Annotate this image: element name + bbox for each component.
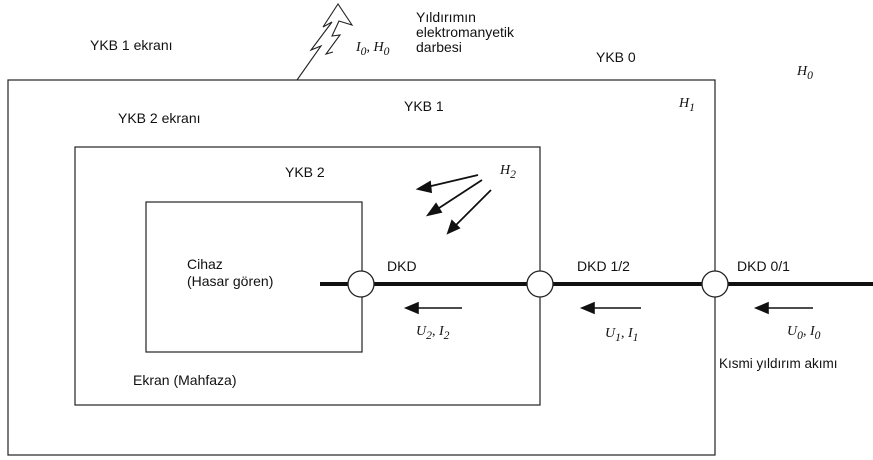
- lightning-bolt-icon: [296, 3, 354, 81]
- ykb2-label: YKB 2: [285, 164, 325, 180]
- partial-lightning-current-label: Kısmi yıldırım akımı: [719, 356, 838, 371]
- ykb1-zone-boundary: [7, 79, 716, 456]
- lightning-emp-line-1: Yıldırımın: [416, 9, 476, 25]
- lightning-emp-label: Yıldırımın elektromanyetik darbesi: [416, 10, 514, 55]
- ykb1-label: YKB 1: [404, 98, 444, 114]
- h2-field-arrows: [415, 174, 492, 235]
- ykb2-screen-label: YKB 2 ekranı: [118, 110, 201, 126]
- h2-label: H2: [500, 163, 516, 181]
- h1-label: H1: [679, 96, 695, 114]
- u1-i1-label: U1, I1: [605, 326, 639, 344]
- equipment-label: Cihaz (Hasar gören): [187, 256, 273, 290]
- lightning-emp-line-2: elektromanyetik: [416, 24, 515, 40]
- current-arrow-u1-i1: [579, 301, 641, 315]
- spd-dkd: [347, 270, 375, 298]
- dkd-1-2-label: DKD 1/2: [577, 258, 630, 274]
- equipment-label-line-1: Cihaz: [187, 256, 223, 272]
- ykb0-label: YKB 0: [596, 49, 636, 65]
- u0-i0-label: U0, I0: [787, 324, 821, 342]
- dkd-0-1-label: DKD 0/1: [737, 258, 790, 274]
- ykb1-screen-label: YKB 1 ekranı: [90, 37, 173, 53]
- lightning-emp-line-3: darbesi: [416, 39, 462, 55]
- dkd-label: DKD: [387, 258, 417, 274]
- current-arrow-u0-i0: [753, 301, 813, 315]
- spd-dkd-1-2: [526, 270, 554, 298]
- spd-dkd-0-1: [701, 270, 729, 298]
- i0-h0-label: I0, H0: [356, 40, 390, 58]
- ykb2-zone-boundary: [74, 146, 541, 406]
- enclosure-label: Ekran (Mahfaza): [133, 372, 237, 388]
- u2-i2-label: U2, I2: [416, 324, 450, 342]
- equipment-label-line-2: (Hasar gören): [187, 273, 274, 289]
- h0-label: H0: [797, 64, 813, 82]
- current-arrow-u2-i2: [403, 301, 462, 315]
